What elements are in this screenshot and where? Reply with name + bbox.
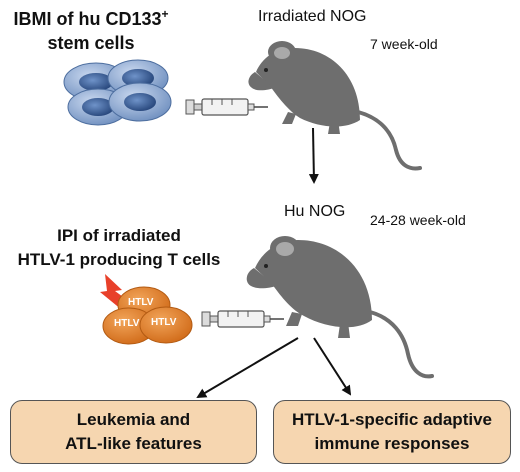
procedure-1-label: IBMI of hu CD133+ stem cells [6,2,176,55]
mouse-illustration [248,41,422,171]
mouse-illustration [246,236,434,379]
mouse-2-age: 24-28 week-old [370,212,466,228]
procedure-1-line1: IBMI of hu CD133 [13,9,162,29]
procedure-2-line2: HTLV-1 producing T cells [17,250,221,269]
procedure-2-label: IPI of irradiated HTLV-1 producing T cel… [8,224,230,272]
htlv-cell-label: HTLV [151,317,177,328]
outcome-arrow-left [196,337,299,399]
htlv-cell-label: HTLV [128,297,154,308]
mouse-1-age: 7 week-old [370,36,438,52]
stem-cells-illustration [63,59,172,126]
htlv-cells-illustration [102,286,193,345]
transition-arrow [308,127,319,184]
htlv-cell-label: HTLV [114,318,140,329]
outcome-box-leukemia: Leukemia and ATL-like features [10,400,257,464]
outcome-1-line1: Leukemia and [76,410,191,429]
outcome-2-line2: immune responses [314,434,470,453]
procedure-1-superscript: + [161,7,169,21]
procedure-1-line2: stem cells [47,33,135,53]
syringe-icon [185,98,268,116]
syringe-icon [201,310,284,328]
procedure-2-line1: IPI of irradiated [57,226,181,245]
outcome-box-immune-response: HTLV-1-specific adaptive immune response… [273,400,511,464]
mouse-2-label: Hu NOG [284,203,346,220]
outcome-arrow-right [313,337,352,396]
outcome-2-line1: HTLV-1-specific adaptive [292,410,492,429]
mouse-1-label: Irradiated NOG [258,8,367,25]
outcome-1-line2: ATL-like features [65,434,202,453]
